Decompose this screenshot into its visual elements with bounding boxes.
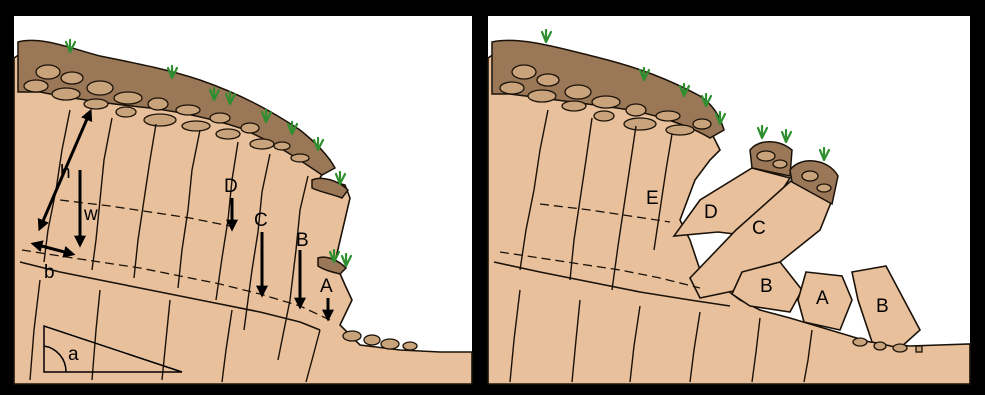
arrow-b <box>30 240 76 258</box>
soil-layer-tip-left <box>317 256 348 275</box>
base-joint-right <box>499 251 701 289</box>
joints-right <box>509 109 813 383</box>
label-h: h <box>60 162 71 183</box>
label-b: b <box>44 262 55 283</box>
slope-line-left <box>19 261 321 331</box>
mid-joint-right <box>539 203 671 223</box>
label-D: D <box>224 176 238 197</box>
arrow-h <box>37 108 93 232</box>
base-joint-left <box>21 249 331 321</box>
cobbles-right <box>499 64 832 193</box>
grass-tufts-left <box>64 38 353 268</box>
slope-line-right <box>493 261 731 307</box>
label-B-right-right: B <box>876 296 889 317</box>
block-B-left-right <box>730 261 803 313</box>
soil-cap-C-right <box>789 160 839 206</box>
measurement-arrows-left <box>30 108 334 322</box>
label-D-right: D <box>704 202 718 223</box>
label-A: A <box>320 276 333 297</box>
slope-angle-triangle <box>43 324 183 373</box>
label-E: E <box>646 188 659 209</box>
left-panel: h w b a A B C D <box>13 16 473 385</box>
label-C: C <box>254 210 268 231</box>
label-B-left-right: B <box>760 276 773 297</box>
right-panel: E D C B A B <box>487 16 971 385</box>
label-A-right: A <box>816 288 829 309</box>
label-C-right: C <box>752 218 766 239</box>
label-a: a <box>68 344 79 365</box>
cobbles-left <box>23 64 310 163</box>
slope-angle-arc <box>43 345 67 373</box>
grass-tufts-right <box>540 28 831 162</box>
toe-debris-right <box>852 337 923 353</box>
block-A-right <box>797 271 853 331</box>
mid-joint-left <box>59 199 231 227</box>
label-w: w <box>83 204 98 225</box>
label-B: B <box>296 230 309 251</box>
toe-debris-left <box>342 330 418 351</box>
